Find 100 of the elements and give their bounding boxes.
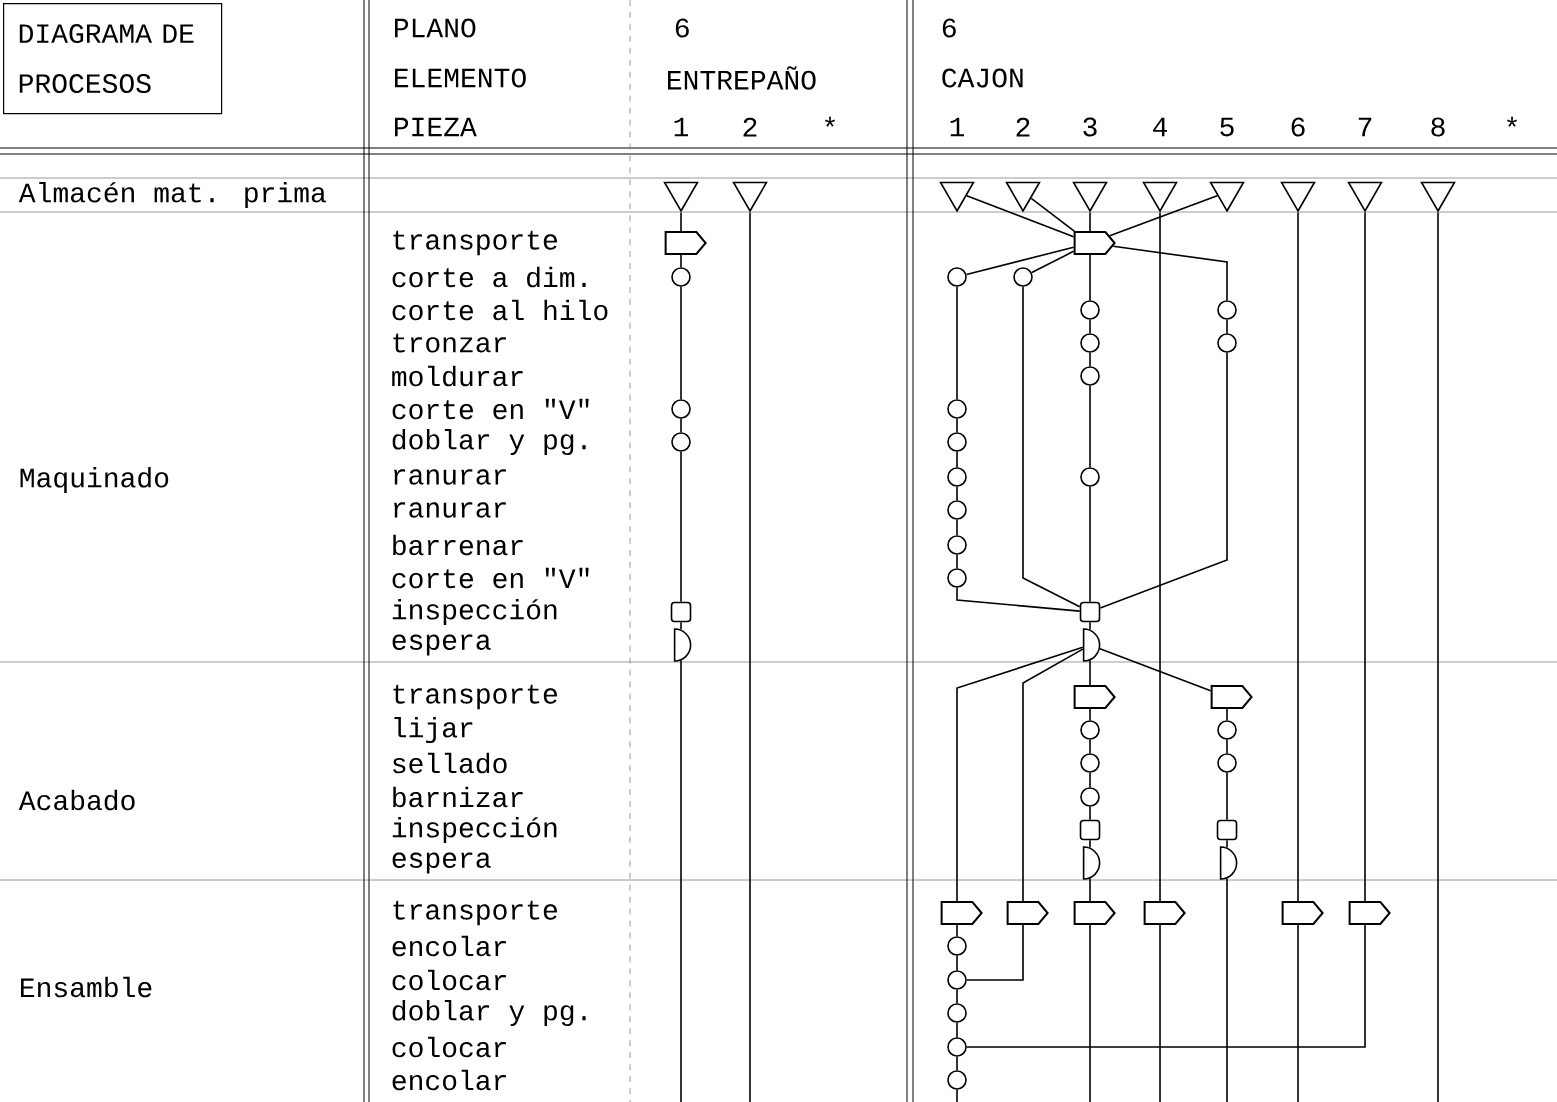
flow-line bbox=[680, 418, 682, 433]
piece-number: 1 bbox=[950, 117, 965, 137]
operation-label: colocar bbox=[392, 1036, 506, 1058]
flow-line bbox=[966, 924, 1024, 981]
flow-line bbox=[1226, 739, 1228, 754]
operation-circle bbox=[947, 467, 967, 487]
operation-circle bbox=[1217, 753, 1237, 773]
operation-circle bbox=[1080, 787, 1100, 807]
transport-symbol bbox=[1281, 901, 1324, 925]
operation-label: barrenar bbox=[393, 534, 523, 556]
piece-number: 6 bbox=[1291, 117, 1305, 137]
delay-symbol bbox=[673, 628, 692, 662]
flow-line bbox=[1226, 772, 1228, 821]
operation-label: corte al hilo bbox=[392, 299, 608, 321]
operation-label: encolar bbox=[392, 1069, 506, 1091]
flow-line bbox=[956, 587, 1081, 612]
operation-label: transporte bbox=[393, 230, 557, 256]
operation-circle bbox=[671, 267, 691, 287]
column-heading: PIEZA bbox=[395, 117, 477, 137]
flow-line bbox=[956, 1056, 958, 1071]
flow-line bbox=[1226, 839, 1228, 849]
flow-line bbox=[1089, 385, 1091, 468]
flow-line bbox=[1226, 708, 1228, 721]
flow-line bbox=[1297, 924, 1299, 1102]
flow-line bbox=[965, 246, 1075, 276]
stage-label: Almacén mat. prima bbox=[18, 181, 326, 209]
flow-line bbox=[1099, 352, 1228, 609]
column-heading: ENTREPAÑO bbox=[668, 66, 816, 90]
flow-line bbox=[1112, 245, 1228, 301]
stage-label: Acabado bbox=[18, 789, 135, 811]
column-heading: CAJON bbox=[942, 68, 1023, 88]
flow-line bbox=[1030, 250, 1075, 274]
flow-line bbox=[1030, 197, 1076, 232]
flow-line bbox=[1437, 211, 1439, 1102]
piece-number: 4 bbox=[1153, 117, 1167, 137]
operation-circle bbox=[671, 432, 691, 452]
flow-line bbox=[956, 554, 958, 569]
flow-line bbox=[1089, 659, 1091, 686]
transport-symbol bbox=[1348, 901, 1391, 925]
operation-label: sellado bbox=[393, 752, 507, 774]
flow-line bbox=[1297, 211, 1299, 902]
operation-circle bbox=[1217, 333, 1237, 353]
operation-label: espera bbox=[392, 852, 491, 874]
operation-label: ranurar bbox=[394, 469, 506, 485]
operation-circle bbox=[947, 500, 967, 520]
operation-circle bbox=[1080, 366, 1100, 386]
flow-line bbox=[1089, 772, 1091, 788]
flow-line bbox=[965, 194, 1075, 238]
operation-circle bbox=[947, 936, 967, 956]
operation-label: tronzar bbox=[393, 333, 506, 353]
transport-symbol bbox=[1210, 685, 1253, 709]
flow-line bbox=[1022, 648, 1084, 902]
delay-symbol bbox=[1082, 628, 1101, 662]
flow-line bbox=[956, 646, 1084, 902]
operation-label: ranurar bbox=[394, 502, 506, 518]
operation-label: lijar bbox=[394, 716, 473, 744]
operation-circle bbox=[947, 1003, 967, 1023]
column-heading: 6 bbox=[942, 18, 956, 38]
operation-circle bbox=[947, 399, 967, 419]
flow-line bbox=[1089, 621, 1091, 631]
flow-line bbox=[956, 924, 958, 937]
piece-number: 5 bbox=[1220, 117, 1234, 137]
flow-line bbox=[1022, 286, 1081, 608]
flow-line bbox=[1089, 924, 1091, 1102]
flow-line bbox=[1108, 194, 1218, 237]
operation-label: encolar bbox=[392, 935, 506, 957]
flow-line bbox=[1226, 319, 1228, 334]
transport-symbol bbox=[1073, 231, 1116, 255]
flow-line bbox=[680, 451, 682, 603]
flow-line bbox=[1089, 839, 1091, 849]
flow-line bbox=[1089, 806, 1091, 821]
flow-line bbox=[1089, 708, 1091, 721]
operation-label: moldurar bbox=[392, 365, 523, 387]
flow-line bbox=[1089, 254, 1091, 301]
flow-line bbox=[680, 254, 682, 268]
flow-line bbox=[749, 211, 751, 1102]
flow-line bbox=[1159, 924, 1161, 1102]
operation-label: espera bbox=[392, 634, 491, 656]
operation-label: colocar bbox=[392, 969, 506, 991]
piece-number: 1 bbox=[674, 117, 689, 137]
operation-circle bbox=[947, 535, 967, 555]
flow-line bbox=[956, 519, 958, 536]
operation-label: corte en "V" bbox=[392, 398, 589, 420]
operation-circle bbox=[947, 432, 967, 452]
flow-line bbox=[1226, 877, 1228, 1102]
flow-line bbox=[956, 955, 958, 971]
transport-symbol bbox=[940, 901, 983, 925]
operation-circle bbox=[671, 399, 691, 419]
flow-line bbox=[1089, 739, 1091, 754]
flow-line bbox=[956, 989, 958, 1004]
flow-line bbox=[680, 211, 682, 232]
operation-circle bbox=[947, 267, 967, 287]
transport-symbol bbox=[1073, 685, 1116, 709]
title-box: DIAGRAMA DE PROCESOS bbox=[3, 3, 223, 115]
transport-symbol bbox=[1073, 901, 1116, 925]
flow-line bbox=[680, 621, 682, 631]
operation-circle bbox=[947, 1070, 967, 1090]
operation-circle bbox=[947, 1037, 967, 1057]
operation-label: transporte bbox=[393, 684, 557, 710]
delay-symbol bbox=[1219, 846, 1238, 880]
